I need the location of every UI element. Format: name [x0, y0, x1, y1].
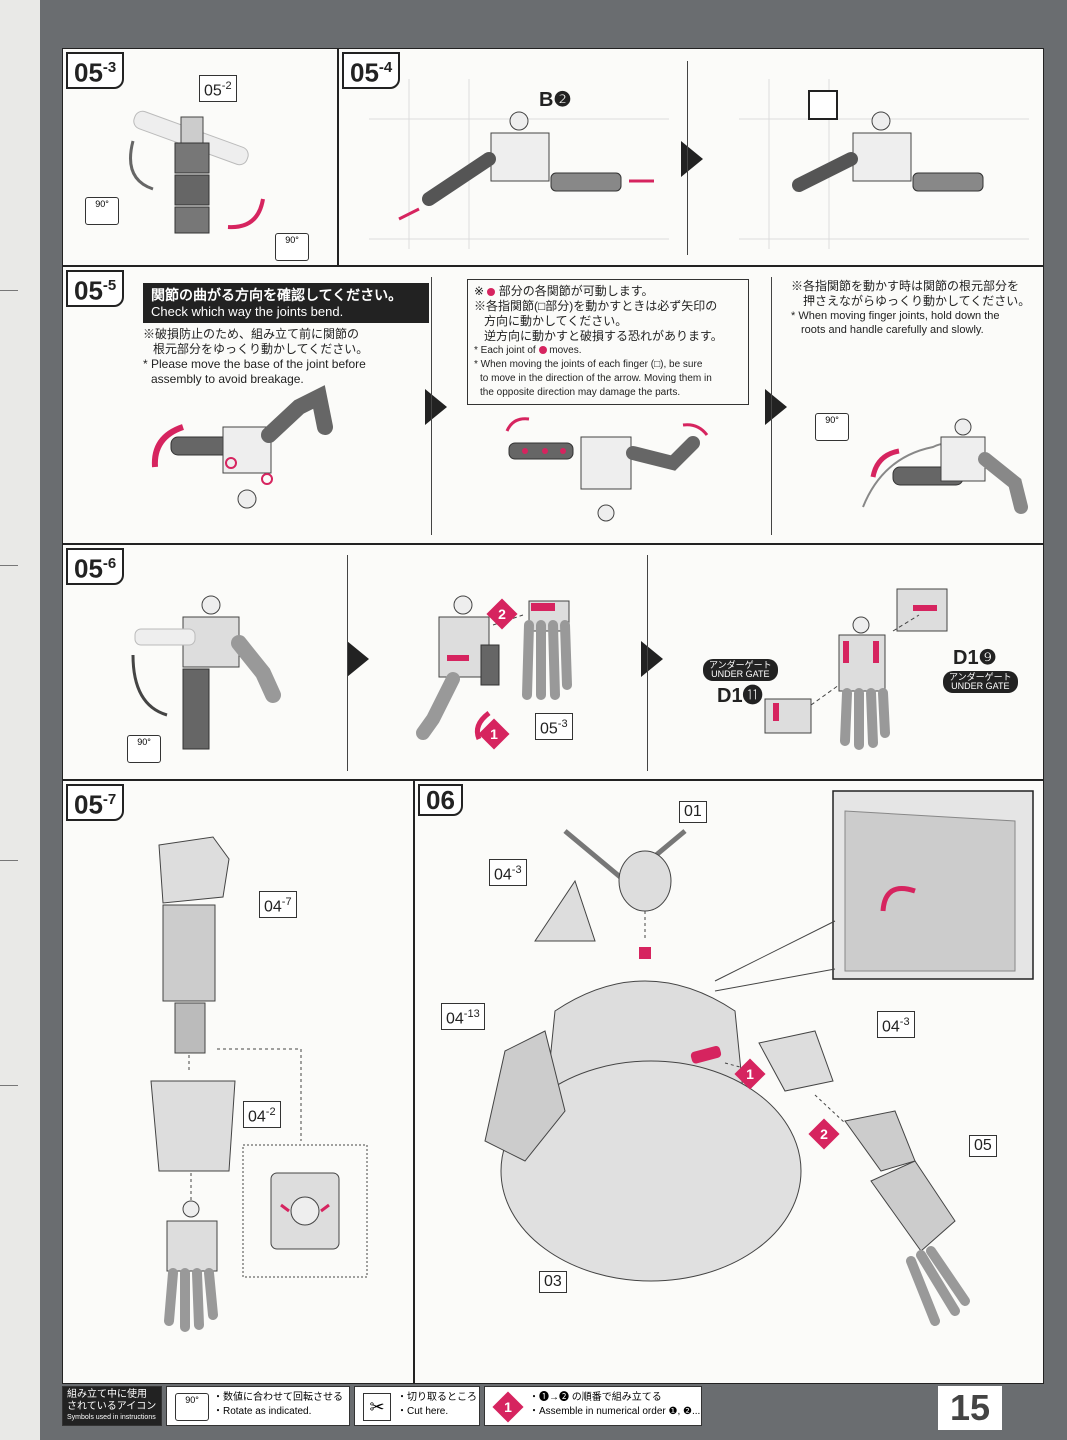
divider [431, 277, 432, 535]
finger-joint-illustration [505, 417, 709, 522]
step-number: 05-3 [66, 52, 125, 89]
warning-banner: 関節の曲がる方向を確認してください。 Check which way the j… [143, 283, 429, 323]
ref-tag-04-3-head: 04-3 [489, 859, 527, 887]
part-label: D1⓫ [717, 685, 763, 707]
rotate-90-icon: 90° [275, 233, 309, 261]
step-05-3-panel: 05-3 05-2 90° 90° [62, 48, 338, 266]
next-arrow [425, 389, 447, 425]
icon-legend: 組み立て中に使用 されているアイコン Symbols used in instr… [62, 1386, 702, 1426]
nippers-icon: ✂ [363, 1393, 391, 1421]
step-05-6-panel: 05-6 90° 2 1 05-3 [62, 544, 1044, 780]
ref-tag: 04-7 [259, 891, 297, 919]
step-05-5-panel: 05-5 関節の曲がる方向を確認してください。 Check which way … [62, 266, 1044, 544]
ref-tag: 05-3 [535, 713, 573, 741]
forearm-assembly-illustration [150, 836, 368, 1332]
finger-handling-note: ※各指関節を動かす時は関節の根元部分を 押さえながらゆっくり動かしてください。 … [791, 279, 1031, 336]
next-arrow [681, 141, 703, 177]
step-05-4-panel: 05-4 B❷ [338, 48, 1044, 266]
ref-tag: 04-2 [243, 1101, 281, 1129]
legend-rotate: 90° ・数値に合わせて回転させる・Rotate as indicated. [166, 1386, 350, 1426]
order-marker-1: 1 [478, 718, 510, 750]
finger-hold-illustration [862, 418, 1028, 514]
arm-rotate-illustration [131, 595, 281, 750]
divider [771, 277, 772, 535]
hand-assembly-illustration [129, 110, 265, 234]
joint-note-box: ※ 部分の各関節が可動します。 ※各指関節(□部分)を動かすときは必ず矢印の 方… [467, 279, 749, 405]
rotate-90-icon: 90° [175, 1393, 209, 1421]
legend-title: 組み立て中に使用 されているアイコン Symbols used in instr… [62, 1386, 162, 1426]
divider [347, 555, 348, 771]
order-icon: 1 [492, 1391, 524, 1423]
ref-tag: 05-2 [199, 75, 237, 103]
instruction-page: 05-3 05-2 90° 90° 05-4 B❷ [62, 48, 1044, 1384]
arm-joint-illustration [151, 385, 333, 509]
runner-illustration [369, 79, 1029, 249]
order-marker-1: 1 [734, 1058, 766, 1090]
breakage-note: ※破損防止のため、組み立て前に関節の 根元部分をゆっくり動かしてください。 * … [143, 327, 369, 386]
next-arrow [765, 389, 787, 425]
order-marker-2: 2 [486, 598, 518, 630]
step-number: 05-4 [342, 52, 401, 89]
ref-tag-01: 01 [679, 801, 707, 823]
part-label: D1❾ [953, 647, 997, 669]
ref-tag-04-13: 04-13 [441, 1003, 485, 1031]
next-arrow [347, 641, 369, 677]
order-marker-2: 2 [808, 1118, 840, 1150]
divider [687, 61, 688, 255]
hand-parts-illustration [764, 588, 948, 750]
hand-attach-illustration [416, 595, 572, 740]
step-number: 06 [418, 784, 463, 816]
step-number: 05-6 [66, 548, 125, 585]
step-05-7-panel: 05-7 04-7 04-2 [62, 780, 414, 1384]
rotate-90-icon: 90° [815, 413, 849, 441]
step-number: 05-5 [66, 270, 125, 307]
divider [647, 555, 648, 771]
step-06-panel: 06 01 04-3 04-13 04-3 05 0 [414, 780, 1044, 1384]
rotate-90-icon: 90° [127, 735, 161, 763]
ref-tag-05: 05 [969, 1135, 997, 1157]
legend-cut: ✂ ・切り取るところ・Cut here. [354, 1386, 480, 1426]
part-label: B❷ [539, 89, 572, 111]
step-number: 05-7 [66, 784, 125, 821]
body-assembly-illustration [484, 790, 1034, 1326]
previous-page-edge [0, 0, 40, 1440]
legend-order: 1 ・❶→❷ の順番で組み立てる・Assemble in numerical o… [484, 1386, 702, 1426]
ref-tag-03: 03 [539, 1271, 567, 1293]
rotate-90-icon: 90° [85, 197, 119, 225]
ref-tag-04-3-shoulder: 04-3 [877, 1011, 915, 1039]
next-arrow [641, 641, 663, 677]
page-number: 15 [938, 1386, 1002, 1430]
